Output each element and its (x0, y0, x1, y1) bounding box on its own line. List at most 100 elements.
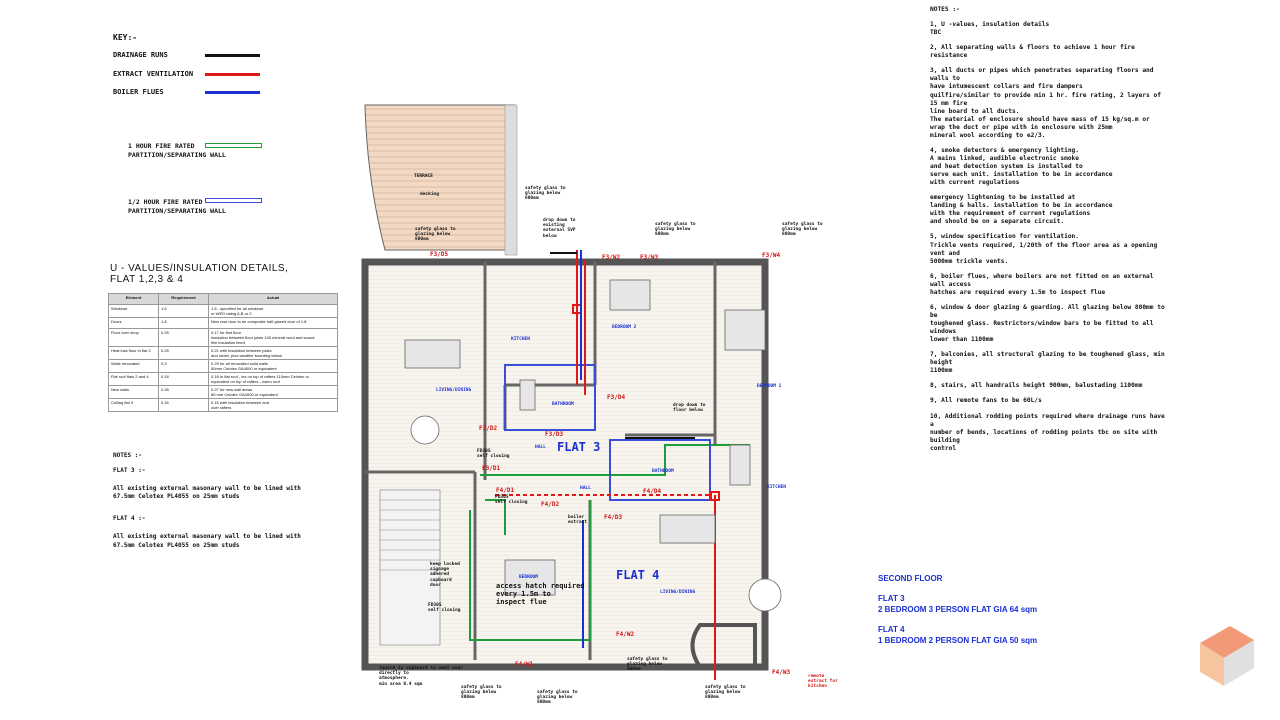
fd30s-note-cupboard: FD30S self closing (428, 603, 461, 614)
notes-right-title: NOTES :- (930, 6, 960, 13)
flat3-label: FLAT 3 (557, 440, 601, 454)
key-drainage-line (205, 54, 260, 57)
key-flues-line (205, 91, 260, 94)
key-fire1-box (205, 143, 262, 148)
uvalues-cell: 1.8 (158, 317, 209, 329)
uvalues-header-row: Element Requirement Actual (108, 293, 338, 305)
notes-left-title: NOTES :- (113, 452, 142, 459)
key-extract-label: EXTRACT VENTILATION (113, 70, 194, 78)
staircase (379, 489, 441, 646)
key-flues: BOILER FLUES (113, 88, 223, 96)
uvalues-cell: 0.17 for first floor insulation between … (208, 328, 338, 347)
kitchen3-label: KITCHEN (511, 337, 530, 342)
access-hatch-note: access hatch required every 1.5m to insp… (496, 582, 585, 607)
safety-note-bed2: safety glass to glazing below 800mm (655, 222, 696, 238)
living4-label: LIVING/DINING (660, 590, 696, 595)
key-fire-half-label: 1/2 HOUR FIRE RATED PARTITION/SEPARATING… (128, 198, 226, 216)
hall4-label: HALL (580, 486, 591, 491)
kitchen4-label: KITCHEN (767, 485, 786, 490)
uvalues-header: Element (108, 293, 159, 305)
key-drainage: DRAINAGE RUNS (113, 51, 223, 59)
tag-f3d1: F3/D1 (482, 465, 501, 472)
uvalues-cell: Heat loss floor in flat 2 (108, 346, 159, 360)
uvalues-cell: 0.18 to flat roof - ins on top of rafter… (208, 372, 338, 386)
safety-note-top: safety glass to glazing below 800mm (525, 186, 566, 202)
note-item: 5, window specification for ventilation.… (930, 233, 1158, 265)
notes-left: NOTES :- FLAT 3 :- All existing external… (113, 452, 313, 550)
uvalues-cell: Walls renovated (108, 359, 159, 373)
flat4-notes-title: FLAT 4 :- (113, 515, 146, 523)
floor-plan (361, 104, 782, 680)
uvalues-cell: Windows (108, 304, 159, 318)
tag-f4d2: F4/D2 (541, 501, 560, 508)
terrace (364, 104, 516, 251)
note-item: 7, balconies, all structural glazing to … (930, 351, 1165, 375)
key-fire-half-box (205, 198, 262, 203)
living3-label: LIVING/DINING (436, 388, 472, 393)
flat4-notes-text: All existing external masonary wall to b… (113, 533, 301, 549)
tag-f4d1: F4/D1 (496, 487, 515, 494)
flat4-label: FLAT 4 (616, 568, 660, 582)
uvalues-cell: 0.27 for new wall areas 85 mm Celotex GA… (208, 385, 338, 399)
tag-f3d5: F3/D5 (430, 251, 449, 258)
safety-note-bottom4: safety glass to glazing below 800mm (705, 685, 746, 701)
uvalues-cell: 0.25 (158, 328, 209, 347)
boiler-flues (580, 250, 584, 648)
uvalues-cell: Flat roof flats 2 and 4 (108, 372, 159, 386)
uvalues-cell: New rear door to be composite half glaze… (208, 317, 338, 329)
note-item: 6, window & door glazing & guarding. All… (930, 303, 1165, 344)
flat-summary: SECOND FLOOR FLAT 3 2 BEDROOM 3 PERSON F… (878, 573, 1037, 655)
bay-window (690, 623, 757, 669)
key-extract: EXTRACT VENTILATION (113, 70, 223, 78)
furniture (404, 279, 782, 612)
boiler-extract-note: boiler extract (568, 515, 587, 526)
flat3-notes-title: FLAT 3 :- (113, 467, 146, 475)
tag-f4d3: F4/D3 (604, 514, 623, 521)
uvalues-header: Actual (208, 293, 338, 305)
tag-f3w2: F3/W2 (602, 254, 621, 261)
tag-f3d3: F3/D3 (545, 431, 564, 438)
key-drainage-label: DRAINAGE RUNS (113, 51, 168, 59)
uvalues-cell: 0.25 (158, 346, 209, 360)
bedroom1-label: BEDROOM 1 (757, 384, 782, 389)
note-item: 9, All remote fans to be 60L/s (930, 397, 1042, 405)
safety-note-bed1: safety glass to glazing below 800mm (782, 222, 823, 238)
tag-f4d4: F4/D4 (643, 488, 662, 495)
note-item: 3, all ducts or pipes which penetrates s… (930, 67, 1161, 139)
safety-note-terrace: safety glass to glazing below 800mm (415, 227, 456, 243)
note-item: 1, U -values, insulation details TBC (930, 21, 1050, 37)
terrace-balustrade (504, 104, 518, 256)
uvalues-cell: 0.16 (158, 398, 209, 412)
bedroom4-label: BEDROOM (519, 575, 538, 580)
louvre-note: louvre in cupboard to vent over directly… (379, 666, 463, 687)
uvalues-cell: New walls (108, 385, 159, 399)
note-item: 8, stairs, all handrails height 900mm, b… (930, 382, 1143, 390)
keep-locked-note: keep locked signage adhered cupboard doo… (430, 562, 460, 588)
tag-f4w1: F4/W1 (515, 661, 534, 668)
key-extract-line (205, 73, 260, 76)
uvalues-cell: Doors (108, 317, 159, 329)
bedroom2-label: BEDROOM 2 (612, 325, 637, 330)
safety-note-bottom3: safety glass to glazing below 800mm (627, 657, 668, 673)
safety-note-bottom1: safety glass to glazing below 800mm (461, 685, 502, 701)
half-hour-walls (504, 364, 711, 501)
uvalues-cell: Ceiling flat 3 (108, 398, 159, 412)
fd30s-note-flat3: FD30S self closing (477, 449, 510, 460)
tag-f4w2: F4/W2 (616, 631, 635, 638)
terrace-label: TERRACE (414, 174, 433, 179)
uvalues-header: Requirement (158, 293, 209, 305)
uvalues-cell: 0.28 (158, 385, 209, 399)
note-item: 4, smoke detectors & emergency lighting.… (930, 146, 1113, 187)
flat3-notes-text: All existing external masonary wall to b… (113, 485, 301, 501)
summary-flat4-desc: 1 BEDROOM 2 PERSON FLAT GIA 50 sqm (878, 636, 1038, 646)
uvalues-cell: Floor over shop (108, 328, 159, 347)
tag-f3w3: F3/W3 (640, 254, 659, 261)
tag-f3w4: F3/W4 (762, 252, 781, 259)
note-item: 2, All separating walls & floors to achi… (930, 44, 1135, 60)
bathroom4-label: BATHROOM (652, 469, 674, 474)
key-title: KEY:- (113, 33, 138, 42)
